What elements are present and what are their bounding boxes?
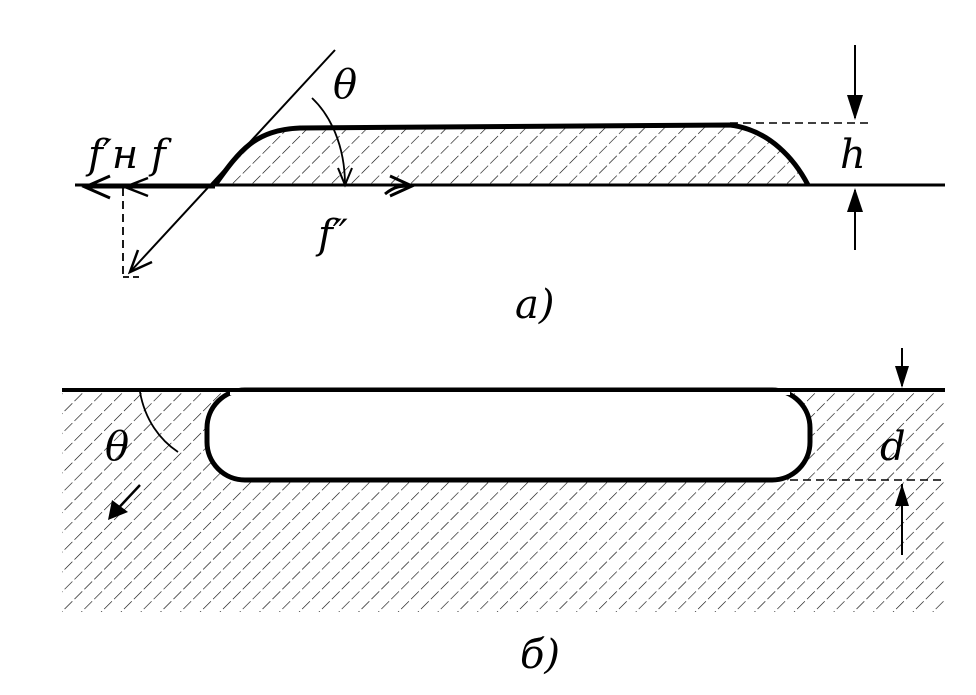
f-double-prime-arrow-head <box>389 174 416 198</box>
d-top-arrow-head <box>895 366 909 388</box>
theta-direction-arrow-head <box>108 500 128 520</box>
panel-b: θ d б) <box>62 348 945 678</box>
panel-a-label: a) <box>515 282 554 328</box>
theta-arc-arrow-a <box>337 167 353 188</box>
cavity <box>204 387 813 483</box>
depth-label: d <box>880 424 906 470</box>
theta-label-a: θ <box>333 62 357 108</box>
f-prime-and-f-label: f′н f <box>85 132 172 178</box>
droplet-hatched-body <box>215 125 808 185</box>
theta-arc-b <box>139 391 179 453</box>
d-bottom-arrow-head <box>895 484 909 506</box>
f-prime-arrow-head <box>121 176 149 198</box>
height-label: h <box>840 132 866 178</box>
panel-a: θ f′н f f″ h a) <box>75 45 945 328</box>
h-top-arrow-head <box>847 95 863 120</box>
theta-arc-a <box>311 97 346 186</box>
tangent-arrow-head <box>127 249 153 275</box>
h-bottom-arrow-head <box>847 188 863 212</box>
tangent-line <box>129 49 336 273</box>
theta-label-b: θ <box>105 424 129 470</box>
f-double-prime-label: f″ <box>315 212 348 258</box>
panel-b-label: б) <box>520 632 560 678</box>
f-arrow-head <box>81 174 111 200</box>
